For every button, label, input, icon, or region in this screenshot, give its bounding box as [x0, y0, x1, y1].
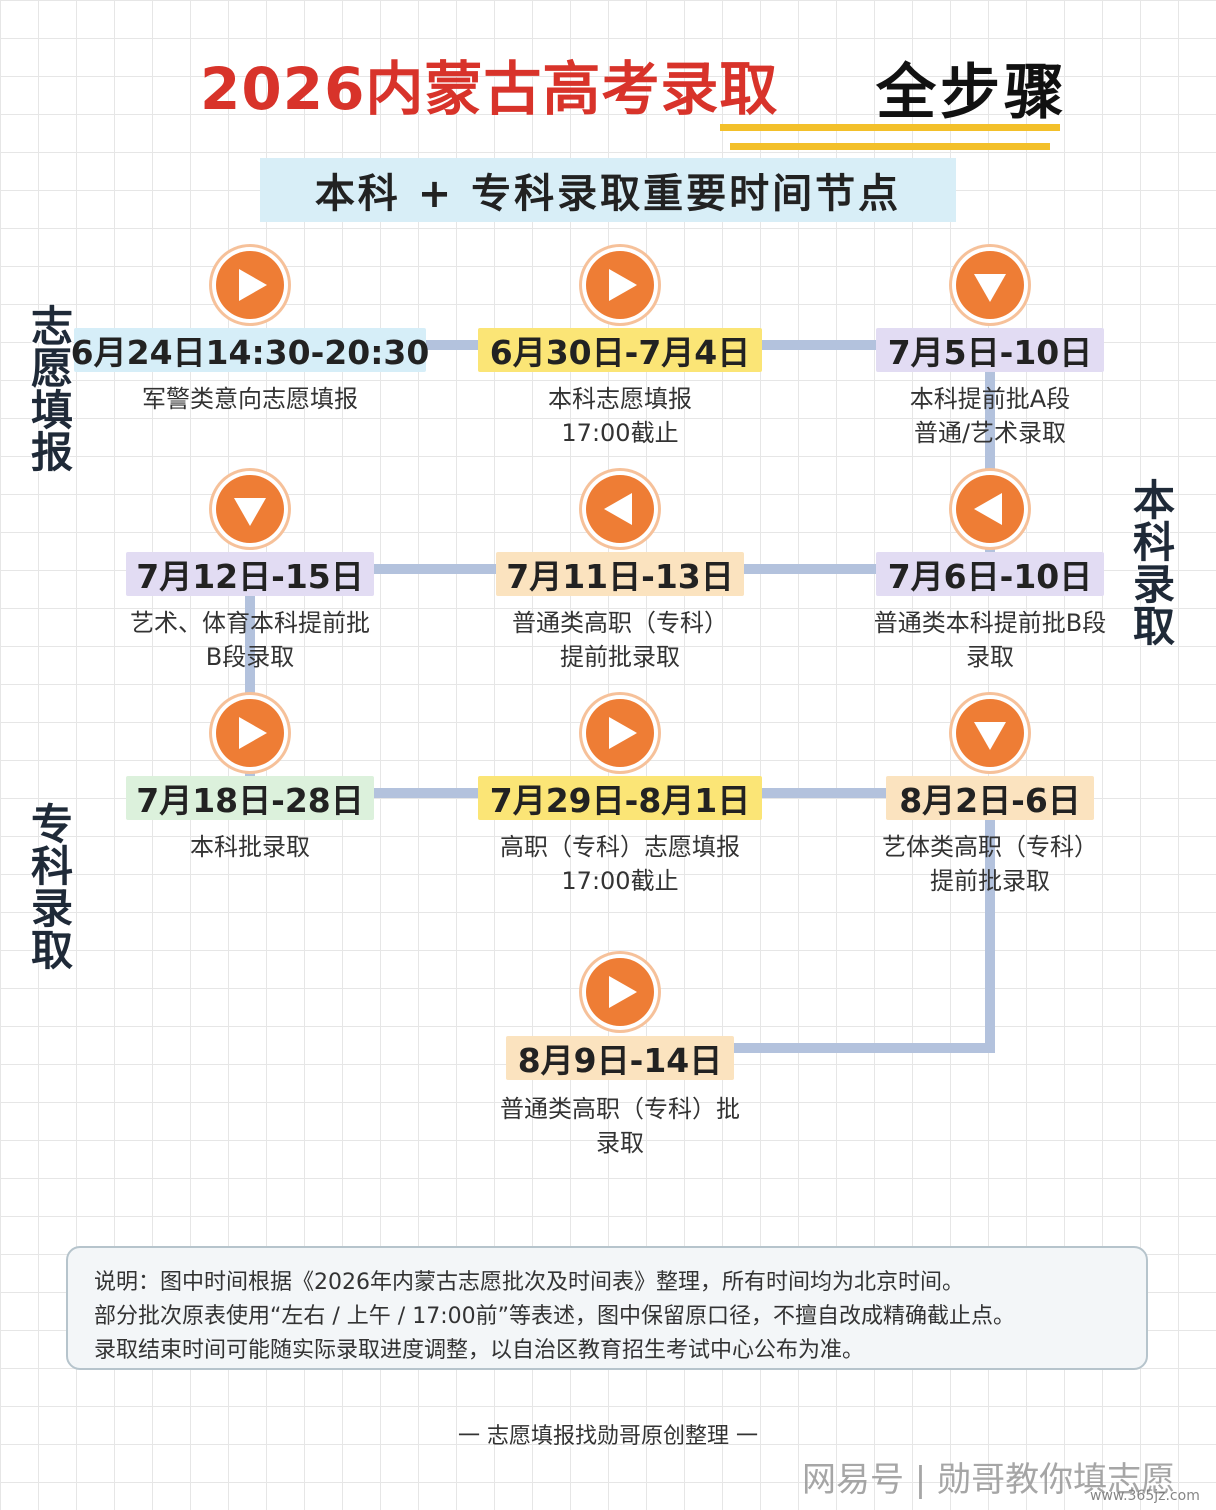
node-4-date: 7月12日-15日 [126, 552, 374, 596]
node-9-desc-line-1: 艺体类高职（专科） [882, 833, 1098, 861]
play-left-icon [974, 493, 1002, 525]
play-right-icon [239, 717, 267, 749]
node-10-date: 8月9日-14日 [506, 1036, 734, 1080]
play-down-icon [974, 722, 1006, 750]
credit-line: 一 志愿填报找勋哥原创整理 一 [458, 1424, 758, 1449]
title-underline-top [720, 124, 1060, 131]
node-6-date: 7月6日-10日 [876, 552, 1104, 596]
node-10-desc-line-1: 普通类高职（专科）批 [500, 1095, 740, 1123]
side-label-application: 志愿填报 [30, 302, 73, 477]
node-6-marker [956, 475, 1024, 543]
play-right-icon [609, 976, 637, 1008]
node-10-desc: 普通类高职（专科）批录取 [460, 1092, 780, 1160]
node-10-desc-line-2: 录取 [596, 1129, 644, 1157]
node-1-marker [216, 251, 284, 319]
node-3-desc: 本科提前批A段普通/艺术录取 [830, 382, 1150, 450]
node-7-desc-line-1: 本科批录取 [190, 833, 310, 861]
node-1-desc: 军警类意向志愿填报 [90, 382, 410, 416]
node-7-marker [216, 699, 284, 767]
title-underline-bottom [730, 143, 1050, 150]
node-3-desc-line-2: 普通/艺术录取 [913, 419, 1067, 447]
play-right-icon [609, 269, 637, 301]
note-line-3: 录取结束时间可能随实际录取进度调整，以自治区教育招生考试中心公布为准。 [94, 1338, 865, 1363]
connector-col-right-1 [985, 350, 995, 570]
connector-col-left [245, 574, 255, 794]
node-3-date: 7月5日-10日 [876, 328, 1104, 372]
note-line-1: 说明：图中时间根据《2026年内蒙古志愿批次及时间表》整理，所有时间均为北京时间… [94, 1270, 964, 1295]
page-title-emphasis: 全步骤 [876, 58, 1068, 128]
play-left-icon [604, 493, 632, 525]
play-down-icon [974, 274, 1006, 302]
node-9-desc: 艺体类高职（专科） 提前批录取 [830, 830, 1150, 898]
node-3-marker [956, 251, 1024, 319]
node-6-desc-line-1: 普通类本科提前批B段 [873, 609, 1107, 637]
connector-row-4 [620, 1043, 995, 1053]
node-2-desc-line-2: 17:00截止 [561, 419, 679, 447]
node-2-desc-line-1: 本科志愿填报 [548, 385, 692, 413]
node-9-date: 8月2日-6日 [886, 776, 1094, 820]
node-2-marker [586, 251, 654, 319]
node-8-desc-line-1: 高职（专科）志愿填报 [500, 833, 740, 861]
node-6-desc-line-2: 录取 [966, 643, 1014, 671]
node-4-desc: 艺术、体育本科提前批 B段录取 [90, 606, 410, 674]
note-line-2: 部分批次原表使用“左右 / 上午 / 17:00前”等表述，图中保留原口径，不擅… [94, 1304, 1015, 1329]
node-4-marker [216, 475, 284, 543]
node-4-desc-line-2: B段录取 [205, 643, 295, 671]
page-title: 2026内蒙古高考录取 [200, 55, 779, 123]
node-5-desc-line-1: 普通类高职（专科） [512, 609, 728, 637]
node-5-marker [586, 475, 654, 543]
node-8-date: 7月29日-8月1日 [478, 776, 762, 820]
node-2-desc: 本科志愿填报 17:00截止 [460, 382, 780, 450]
node-8-marker [586, 699, 654, 767]
node-9-desc-line-2: 提前批录取 [930, 867, 1050, 895]
side-label-college-admission: 专科录取 [30, 800, 73, 975]
node-1-desc-line-1: 军警类意向志愿填报 [142, 385, 358, 413]
play-right-icon [239, 269, 267, 301]
node-7-date: 7月18日-28日 [126, 776, 374, 820]
note-box: 说明：图中时间根据《2026年内蒙古志愿批次及时间表》整理，所有时间均为北京时间… [66, 1246, 1148, 1370]
node-5-date: 7月11日-13日 [496, 552, 744, 596]
node-9-marker [956, 699, 1024, 767]
node-5-desc: 普通类高职（专科） 提前批录取 [460, 606, 780, 674]
node-8-desc: 高职（专科）志愿填报 17:00截止 [460, 830, 780, 898]
node-7-desc: 本科批录取 [90, 830, 410, 864]
play-right-icon [609, 717, 637, 749]
node-1-date: 6月24日14:30-20:30 [71, 328, 429, 372]
play-down-icon [234, 498, 266, 526]
subtitle-banner: 本科 + 专科录取重要时间节点 [260, 158, 956, 222]
node-2-date: 6月30日-7月4日 [478, 328, 762, 372]
connector-col-right-2 [985, 798, 995, 1053]
node-8-desc-line-2: 17:00截止 [561, 867, 679, 895]
node-6-desc: 普通类本科提前批B段录取 [830, 606, 1150, 674]
node-10-marker [586, 958, 654, 1026]
side-label-undergrad-admission: 本科录取 [1132, 476, 1175, 651]
watermark-url: www.365jz.com [1090, 1488, 1200, 1504]
node-5-desc-line-2: 提前批录取 [560, 643, 680, 671]
watermark: 网易号 | 勋哥教你填志愿 [802, 1460, 1176, 1500]
node-3-desc-line-1: 本科提前批A段 [909, 385, 1071, 413]
node-4-desc-line-1: 艺术、体育本科提前批 [130, 609, 370, 637]
